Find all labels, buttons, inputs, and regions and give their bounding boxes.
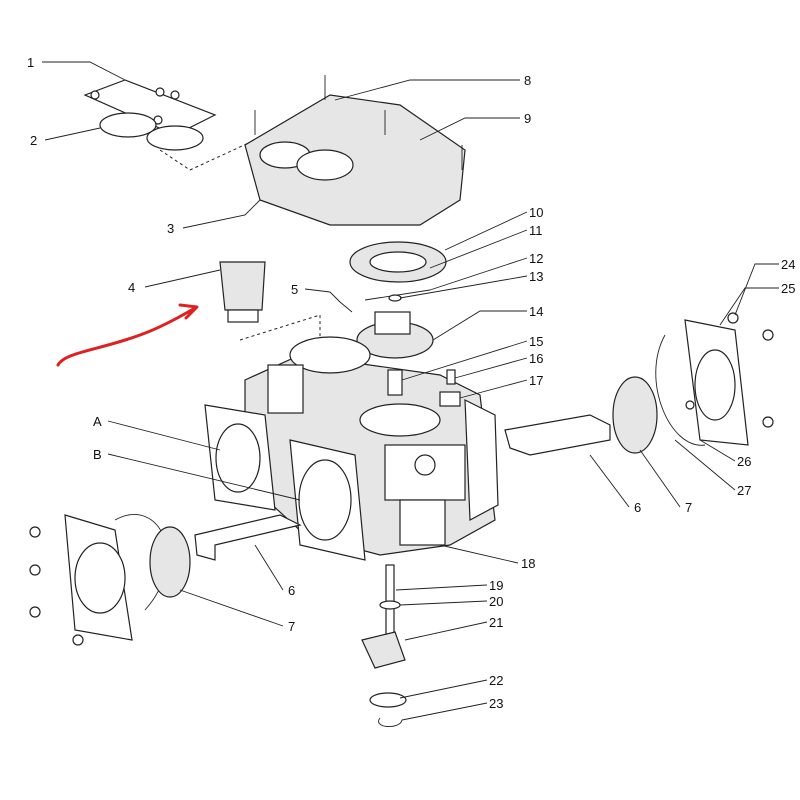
part-labels: 1 2 3 4 5 8 9 10 11 12 13 14 15 16 17 A … (27, 55, 795, 711)
gasket-part-2 (99, 112, 204, 151)
cover-plate-part-1 (83, 79, 217, 136)
gearbox-housing-part-3 (244, 75, 466, 226)
part-label: 11 (529, 223, 543, 238)
part-label: 13 (529, 269, 543, 284)
part-label: 16 (529, 351, 543, 366)
part-label: 6 (634, 500, 641, 515)
shaft-parts (361, 369, 461, 727)
part-label: 2 (30, 133, 37, 148)
part-label: 14 (529, 304, 543, 319)
part-label: 19 (489, 578, 503, 593)
part-label: 3 (167, 221, 174, 236)
gear-part-14 (356, 311, 434, 359)
part-label: 27 (737, 483, 751, 498)
part-label: 7 (685, 500, 692, 515)
part-label: A (93, 414, 102, 429)
part-label: 25 (781, 281, 795, 296)
right-side-cover (504, 312, 774, 456)
part-label: 9 (524, 111, 531, 126)
part-label: 8 (524, 73, 531, 88)
pump-body (204, 336, 499, 561)
part-label: B (93, 447, 102, 462)
part-label: 18 (521, 556, 535, 571)
leader-lines (42, 61, 779, 721)
part-label: 20 (489, 594, 503, 609)
part-label: 17 (529, 373, 543, 388)
part-label: 23 (489, 696, 503, 711)
part-label: 5 (291, 282, 298, 297)
part-label: 21 (489, 615, 503, 630)
part-label: 26 (737, 454, 751, 469)
part-label: 4 (128, 280, 135, 295)
part-label: 22 (489, 673, 503, 688)
pin-part-5 (329, 291, 353, 313)
part-label: 1 (27, 55, 34, 70)
strainer-part-4 (219, 261, 266, 323)
red-annotation-arrow (56, 303, 199, 367)
part-label: 7 (288, 619, 295, 634)
part-label: 15 (529, 334, 543, 349)
part-label: 10 (529, 205, 543, 220)
part-label: 12 (529, 251, 543, 266)
spring-part-12-13 (364, 289, 431, 302)
part-label: 6 (288, 583, 295, 598)
ring-part-10-11 (349, 241, 447, 283)
left-side-cover (29, 514, 302, 646)
part-label: 24 (781, 257, 795, 272)
